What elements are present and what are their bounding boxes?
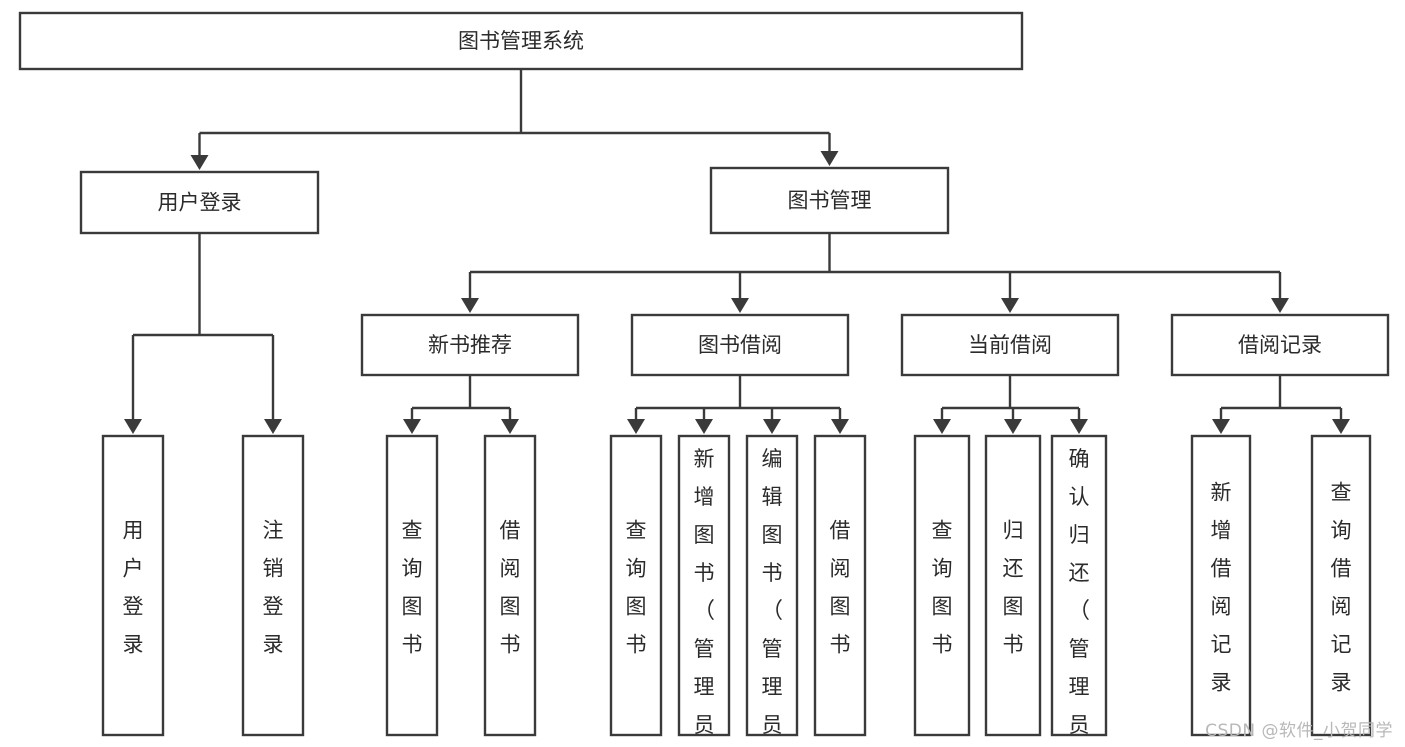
arrow-head-icon (820, 151, 839, 166)
tree-node[interactable]: 用户登录 (79, 170, 320, 235)
tree-node[interactable]: 用户登录 (101, 434, 165, 737)
node-box[interactable] (385, 434, 439, 737)
tree-node[interactable]: 新增图书（管理员） (677, 434, 731, 747)
tree-node[interactable]: 借阅图书 (483, 434, 537, 737)
node-box[interactable] (900, 313, 1120, 377)
csdn-watermark: CSDN @软件_小贺同学 (1205, 721, 1393, 741)
node-box[interactable] (1050, 434, 1108, 737)
tree-node[interactable]: 图书借阅 (630, 313, 850, 377)
arrow-head-icon (501, 419, 519, 434)
arrow-head-icon (1001, 298, 1019, 313)
node-label: 查询借阅记录 (1331, 481, 1352, 695)
node-label: 新增借阅记录 (1211, 481, 1232, 695)
arrow-head-icon (461, 298, 479, 313)
node-label: 图书管理系统 (458, 29, 584, 53)
node-label: 查询图书 (402, 519, 423, 657)
node-box[interactable] (677, 434, 731, 737)
tree-node[interactable]: 图书管理 (709, 166, 950, 235)
node-label: 新增图书（管理员） (693, 447, 715, 747)
node-box[interactable] (79, 170, 320, 235)
node-box[interactable] (18, 11, 1024, 71)
arrow-head-icon (403, 419, 421, 434)
arrow-head-icon (831, 419, 849, 434)
node-box[interactable] (984, 434, 1042, 737)
node-label: 当前借阅 (968, 333, 1052, 357)
arrow-head-icon (1271, 298, 1289, 313)
node-label: 归还图书 (1003, 519, 1024, 657)
tree-node[interactable]: 当前借阅 (900, 313, 1120, 377)
arrow-head-icon (933, 419, 951, 434)
arrow-head-icon (627, 419, 645, 434)
arrow-head-icon (1332, 419, 1350, 434)
tree-node[interactable]: 新增借阅记录 (1190, 434, 1252, 737)
node-label: 注销登录 (263, 519, 284, 657)
node-label: 图书管理 (788, 189, 872, 213)
connectors-layer (124, 69, 1350, 434)
tree-node[interactable]: 确认归还（管理员） (1050, 434, 1108, 747)
node-box[interactable] (1170, 313, 1390, 377)
tree-node[interactable]: 借阅图书 (813, 434, 867, 737)
node-box[interactable] (1190, 434, 1252, 737)
tree-node[interactable]: 查询图书 (913, 434, 971, 737)
node-box[interactable] (630, 313, 850, 377)
arrow-head-icon (1070, 419, 1088, 434)
node-box[interactable] (609, 434, 663, 737)
node-box[interactable] (813, 434, 867, 737)
arrow-head-icon (763, 419, 781, 434)
node-label: 用户登录 (123, 519, 144, 657)
node-box[interactable] (483, 434, 537, 737)
node-label: 查询图书 (932, 519, 953, 657)
node-box[interactable] (101, 434, 165, 737)
node-label: 借阅记录 (1238, 333, 1322, 357)
node-label: 图书借阅 (698, 333, 782, 357)
node-label: 借阅图书 (830, 519, 851, 657)
tree-node[interactable]: 图书管理系统 (18, 11, 1024, 71)
tree-node[interactable]: 注销登录 (241, 434, 305, 737)
node-box[interactable] (360, 313, 580, 377)
node-box[interactable] (745, 434, 799, 737)
node-box[interactable] (913, 434, 971, 737)
arrow-head-icon (190, 155, 209, 170)
tree-node[interactable]: 编辑图书（管理员） (745, 434, 799, 747)
tree-node[interactable]: 归还图书 (984, 434, 1042, 737)
node-label: 用户登录 (158, 191, 242, 215)
arrow-head-icon (731, 298, 749, 313)
node-label: 查询图书 (626, 519, 647, 657)
node-label: 编辑图书（管理员） (761, 447, 783, 747)
node-box[interactable] (241, 434, 305, 737)
arrow-head-icon (695, 419, 713, 434)
tree-node[interactable]: 借阅记录 (1170, 313, 1390, 377)
node-box[interactable] (709, 166, 950, 235)
node-label: 借阅图书 (500, 519, 521, 657)
tree-node[interactable]: 新书推荐 (360, 313, 580, 377)
tree-node[interactable]: 查询图书 (609, 434, 663, 737)
nodes-layer: 图书管理系统用户登录用户登录注销登录图书管理新书推荐查询图书借阅图书图书借阅查询… (18, 11, 1390, 747)
tree-node[interactable]: 查询借阅记录 (1310, 434, 1372, 737)
node-box[interactable] (1310, 434, 1372, 737)
tree-node[interactable]: 查询图书 (385, 434, 439, 737)
node-label: 新书推荐 (428, 333, 512, 357)
node-label: 确认归还（管理员） (1068, 447, 1090, 747)
arrow-head-icon (124, 419, 142, 434)
arrow-head-icon (1004, 419, 1022, 434)
arrow-head-icon (1212, 419, 1230, 434)
arrow-head-icon (264, 419, 282, 434)
